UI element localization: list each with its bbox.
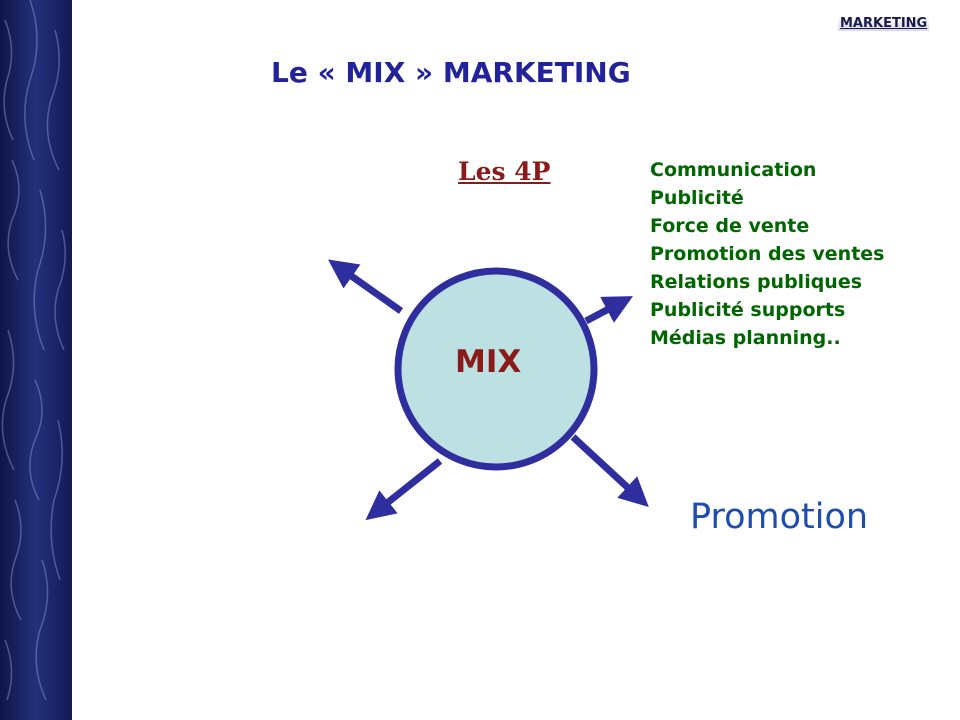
mix-center-label: MIX	[455, 344, 522, 380]
arrow-top-left	[327, 259, 404, 314]
arrow-top-right	[584, 296, 633, 325]
list-item: Publicité supports	[650, 299, 846, 321]
list-item: Publicité	[650, 187, 744, 209]
promotion-label: Promotion	[690, 497, 869, 537]
list-item: Force de vente	[650, 215, 810, 237]
section-tag: MARKETING	[838, 16, 930, 31]
list-item: Relations publiques	[650, 271, 863, 293]
page-title: Le « MIX » MARKETING	[271, 56, 631, 89]
arrow-bottom-left	[365, 458, 443, 521]
list-item: Médias planning..	[650, 327, 841, 349]
promotion-items-list: Communication Publicité Force de vente P…	[650, 156, 884, 352]
list-item: Promotion des ventes	[650, 243, 885, 265]
arrow-bottom-right	[570, 434, 649, 507]
diagram-subtitle: Les 4P	[458, 157, 551, 186]
decorative-side-band	[0, 0, 72, 720]
mix-circle	[394, 267, 598, 471]
list-item: Communication	[650, 159, 817, 181]
